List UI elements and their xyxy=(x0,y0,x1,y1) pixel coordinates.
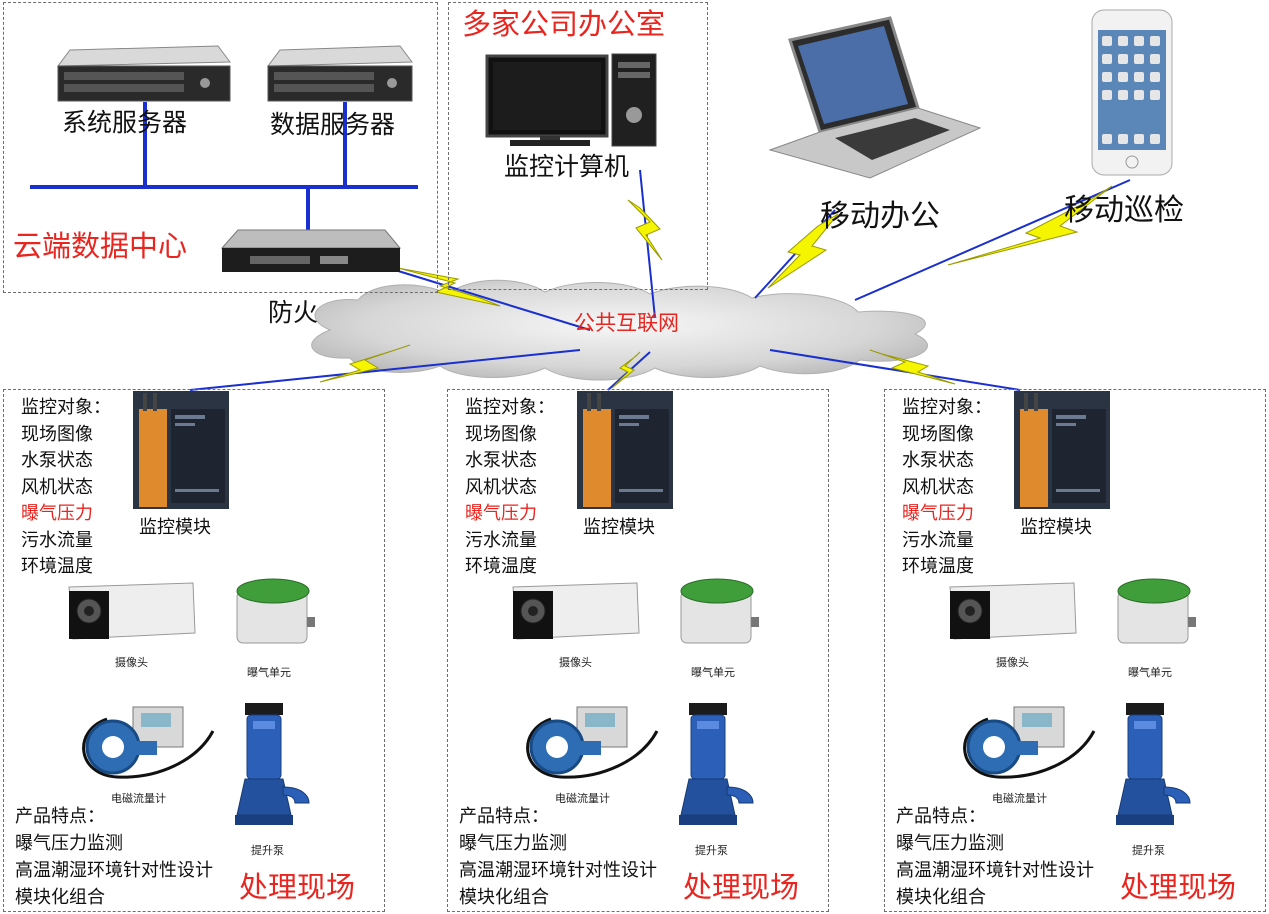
feature-item: 曝气压力监测 xyxy=(896,833,1004,854)
feature-list: 产品特点： 曝气压力监测 高温潮湿环境针对性设计 模块化组合 xyxy=(15,803,213,911)
aerator-label: 曝气单元 xyxy=(691,666,735,679)
monitor-module-label: 监控模块 xyxy=(1020,517,1092,538)
monitor-object-title: 监控对象： xyxy=(21,397,111,418)
smartphone-icon xyxy=(1091,9,1173,176)
lift-pump-icon xyxy=(679,703,754,825)
monitor-computer-icon xyxy=(485,53,657,147)
feature-item: 曝气压力监测 xyxy=(15,833,123,854)
monitor-module-label: 监控模块 xyxy=(139,517,211,538)
feature-list: 产品特点： 曝气压力监测 高温潮湿环境针对性设计 模块化组合 xyxy=(459,803,657,911)
feature-title: 产品特点： xyxy=(459,806,549,827)
site-border xyxy=(447,389,829,912)
feature-title: 产品特点： xyxy=(15,806,105,827)
lift-pump-icon xyxy=(1116,703,1191,825)
site-box-1: 监控对象： 现场图像 水泵状态 风机状态 曝气压力 污水流量 环境温度 监控模块… xyxy=(3,389,385,912)
monitor-item: 水泵状态 xyxy=(902,450,974,471)
wireless-bolts xyxy=(319,185,1113,389)
mobile-office-label: 移动办公 xyxy=(820,199,940,234)
lift-pump-icon xyxy=(235,703,310,825)
data-server-icon xyxy=(266,45,413,102)
data-server-label: 数据服务器 xyxy=(270,110,396,139)
camera-label: 摄像头 xyxy=(996,656,1029,669)
monitor-item: 现场图像 xyxy=(21,423,93,445)
office-box xyxy=(448,2,708,290)
monitor-module-icon xyxy=(133,391,229,509)
internet-label: 公共互联网 xyxy=(574,311,679,335)
monitor-item: 环境温度 xyxy=(465,556,537,577)
flowmeter-label: 电磁流量计 xyxy=(992,792,1047,805)
monitor-module-icon xyxy=(577,391,673,509)
system-server-label: 系统服务器 xyxy=(62,108,188,137)
aerator-icon xyxy=(1117,578,1196,644)
monitor-item: 现场图像 xyxy=(902,423,974,445)
site-name: 处理现场 xyxy=(683,870,800,904)
monitor-item: 风机状态 xyxy=(902,476,974,498)
camera-icon xyxy=(512,582,640,640)
feature-item: 曝气压力监测 xyxy=(459,833,567,854)
flowmeter-label: 电磁流量计 xyxy=(555,792,610,805)
feature-item: 模块化组合 xyxy=(896,887,986,908)
monitor-item: 现场图像 xyxy=(465,423,537,445)
monitor-item-highlight: 曝气压力 xyxy=(465,503,537,524)
camera-icon xyxy=(68,582,196,640)
monitor-item: 污水流量 xyxy=(21,529,93,551)
monitor-object-title: 监控对象： xyxy=(465,397,555,418)
feature-list: 产品特点： 曝气压力监测 高温潮湿环境针对性设计 模块化组合 xyxy=(896,803,1094,911)
monitor-item-highlight: 曝气压力 xyxy=(902,503,974,524)
monitor-item-highlight: 曝气压力 xyxy=(21,503,93,524)
monitor-item: 水泵状态 xyxy=(21,450,93,471)
firewall-icon xyxy=(220,229,402,272)
lift-pump-label: 提升泵 xyxy=(1132,844,1165,857)
flowmeter-label: 电磁流量计 xyxy=(111,792,166,805)
camera-label: 摄像头 xyxy=(115,656,148,669)
lift-pump-label: 提升泵 xyxy=(695,844,728,857)
feature-item: 高温潮湿环境针对性设计 xyxy=(15,860,213,881)
camera-icon xyxy=(949,582,1077,640)
feature-item: 模块化组合 xyxy=(15,887,105,908)
firewall-label: 防火 xyxy=(268,298,319,327)
site-name: 处理现场 xyxy=(239,870,356,904)
monitor-module-icon xyxy=(1014,391,1110,509)
feature-item: 模块化组合 xyxy=(459,887,549,908)
feature-item: 高温潮湿环境针对性设计 xyxy=(896,860,1094,881)
monitor-object-list: 监控对象： 现场图像 水泵状态 风机状态 曝气压力 污水流量 环境温度 xyxy=(465,395,555,581)
cloud-center-title: 云端数据中心 xyxy=(13,229,188,263)
aerator-icon xyxy=(236,578,315,644)
site-box-3: 监控对象： 现场图像 水泵状态 风机状态 曝气压力 污水流量 环境温度 监控模块… xyxy=(884,389,1266,912)
aerator-icon xyxy=(680,578,759,644)
flowmeter-icon xyxy=(963,706,1096,779)
feature-item: 高温潮湿环境针对性设计 xyxy=(459,860,657,881)
site-border xyxy=(3,389,385,912)
site-border xyxy=(884,389,1266,912)
site-box-2: 监控对象： 现场图像 水泵状态 风机状态 曝气压力 污水流量 环境温度 监控模块… xyxy=(447,389,829,912)
system-server-icon xyxy=(56,45,231,102)
aerator-label: 曝气单元 xyxy=(1128,666,1172,679)
office-title: 多家公司办公室 xyxy=(462,7,666,41)
monitor-item: 水泵状态 xyxy=(465,450,537,471)
laptop-icon xyxy=(768,16,982,179)
monitor-object-title: 监控对象： xyxy=(902,397,992,418)
lift-pump-label: 提升泵 xyxy=(251,844,284,857)
monitor-object-list: 监控对象： 现场图像 水泵状态 风机状态 曝气压力 污水流量 环境温度 xyxy=(21,395,111,581)
flowmeter-icon xyxy=(82,706,215,779)
feature-title: 产品特点： xyxy=(896,806,986,827)
camera-label: 摄像头 xyxy=(559,656,592,669)
site-name: 处理现场 xyxy=(1120,870,1237,904)
cloud-data-center-box xyxy=(3,2,438,293)
mobile-inspection-label: 移动巡检 xyxy=(1064,193,1184,228)
monitor-item: 污水流量 xyxy=(465,529,537,551)
monitor-item: 风机状态 xyxy=(465,476,537,498)
monitor-item: 风机状态 xyxy=(21,476,93,498)
monitor-module-label: 监控模块 xyxy=(583,517,655,538)
network-link-lines xyxy=(189,169,1131,391)
monitor-item: 环境温度 xyxy=(902,556,974,577)
internet-cloud-icon xyxy=(311,279,928,381)
monitor-item: 环境温度 xyxy=(21,556,93,577)
monitor-computer-label: 监控计算机 xyxy=(504,152,630,181)
monitor-object-list: 监控对象： 现场图像 水泵状态 风机状态 曝气压力 污水流量 环境温度 xyxy=(902,395,992,581)
aerator-label: 曝气单元 xyxy=(247,666,291,679)
flowmeter-icon xyxy=(526,706,659,779)
monitor-item: 污水流量 xyxy=(902,529,974,551)
